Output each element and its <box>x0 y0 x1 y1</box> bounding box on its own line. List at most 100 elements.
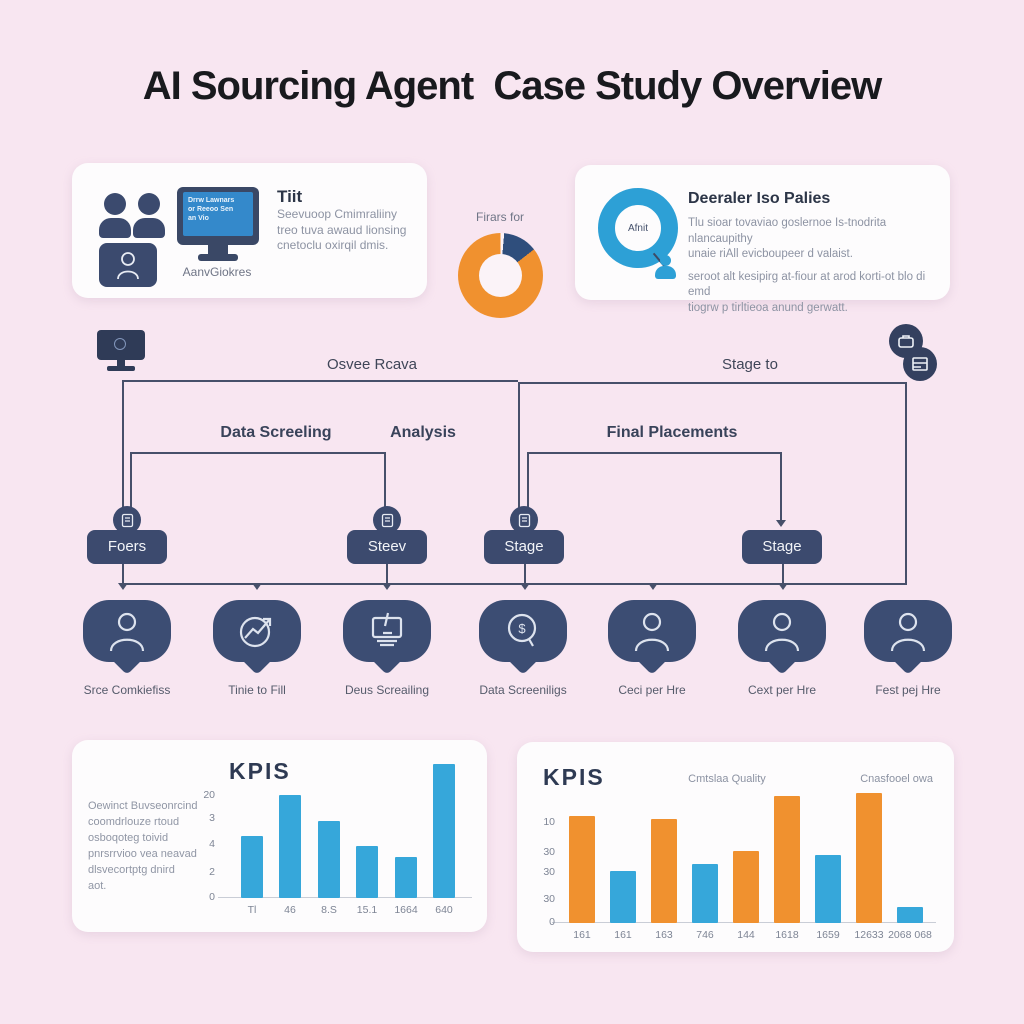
monitor-caption: AanvGiokres <box>182 265 252 279</box>
chart-subtitle: Cmtslaa Quality <box>688 773 766 785</box>
bar <box>651 819 677 923</box>
paragraph-line: Oewinct Buvseonrcind <box>88 800 198 812</box>
donut-chart <box>458 233 543 318</box>
y-tick-label: 3 <box>209 812 215 824</box>
paragraph-line: coomdrlouze rtoud <box>88 816 180 828</box>
stage-badge-3: Stage <box>484 530 564 564</box>
group-label-final-placements: Final Placements <box>606 424 738 441</box>
chart-corner-note: Cnasfooel owa <box>860 773 933 785</box>
bar <box>318 821 340 898</box>
card-body-line: Tlu sioar tovaviao goslernoe Is-tnodrita… <box>688 217 887 245</box>
computer-icon <box>97 330 145 360</box>
screen-line: Drrw Lawnars <box>188 197 235 204</box>
flow-line <box>122 380 124 508</box>
person-body <box>133 218 165 238</box>
computer-base <box>107 366 135 371</box>
stage-badge-2: Steev <box>347 530 427 564</box>
bar <box>692 864 718 923</box>
flow-line <box>518 382 520 508</box>
flow-line <box>122 583 907 585</box>
screen-line: an Vio <box>188 215 209 222</box>
x-tick-label: 746 <box>696 929 714 941</box>
x-tick-label: 640 <box>435 904 453 916</box>
x-tick-label: 1659 <box>816 929 840 941</box>
card-heading: Tiit <box>277 187 303 206</box>
dollar-bubble-icon: $ <box>479 600 567 662</box>
bar <box>774 796 800 923</box>
y-tick-label: 4 <box>209 838 215 850</box>
donut-label: Firars for <box>476 210 524 224</box>
flow-line <box>527 452 529 508</box>
card-text-block: Deeraler Iso Palies Tlu sioar tovaviao g… <box>688 190 938 316</box>
flow-line <box>384 452 386 508</box>
group-label-data-screening: Data Screeling <box>220 424 332 441</box>
svg-text:$: $ <box>518 621 526 636</box>
arrow-down-icon <box>382 583 392 590</box>
card-body-line: Seevuoop Cmimraliiny <box>277 207 398 221</box>
y-tick-label: 30 <box>543 866 555 878</box>
paragraph-line: aot. <box>88 880 107 892</box>
person-head <box>138 193 160 215</box>
computer-stand <box>117 360 125 366</box>
bar <box>356 846 378 898</box>
trend-icon <box>213 600 301 662</box>
person-icon <box>655 266 676 279</box>
card-body-line: tiogrw p tirltieoa anund gerwatt. <box>688 301 848 314</box>
x-tick-label: 161 <box>614 929 632 941</box>
stage-badge-4: Stage <box>742 530 822 564</box>
x-tick-label: 161 <box>573 929 591 941</box>
kpi-label: Data Screeniligs <box>479 683 567 697</box>
x-tick-label: 1664 <box>394 904 418 916</box>
x-tick-label: Tl <box>247 904 257 916</box>
power-icon <box>114 338 126 350</box>
x-tick-label: 12633 <box>854 929 884 941</box>
flow-line <box>782 564 784 583</box>
monitor-base <box>198 254 238 261</box>
y-tick-label: 10 <box>543 816 555 828</box>
flow-line <box>524 564 526 583</box>
paragraph-line: dlsvecortptg dnird <box>88 864 175 876</box>
flow-line <box>518 382 907 384</box>
flow-line <box>527 452 781 454</box>
monitor-stand <box>208 245 228 255</box>
card-body-line: seroot alt kesipirg at-fiour at arod kor… <box>688 270 926 299</box>
monitor-screen: Drrw Lawnars or Reeoo Sen an Vio <box>183 192 253 236</box>
flow-line <box>130 452 132 508</box>
flow-line <box>780 452 782 520</box>
person-icon <box>738 600 826 662</box>
bar <box>395 857 417 898</box>
monitor-scan-icon <box>343 600 431 662</box>
paragraph-line: pnrsrrvioo vea neavad <box>88 848 197 860</box>
card-body-line: cnetoclu oxirqil dmis. <box>277 238 389 252</box>
bar <box>569 816 595 923</box>
chart-title: KPIS <box>229 758 291 784</box>
flow-label-right: Stage to <box>722 356 778 373</box>
document-icon <box>113 506 141 534</box>
person-icon <box>864 600 952 662</box>
page-title: AI Sourcing Agent Case Study Overview <box>142 64 882 108</box>
flow-line <box>130 452 386 454</box>
kpi-label: Cext per Hre <box>747 683 817 697</box>
list-icon <box>903 347 937 381</box>
person-body <box>99 218 131 238</box>
person-icon <box>83 600 171 662</box>
monitor-icon: Drrw Lawnars or Reeoo Sen an Vio <box>177 187 259 245</box>
card-text-block: Tiit Seevuoop Cmimraliiny treo tuva awau… <box>277 187 417 254</box>
bar <box>733 851 759 923</box>
person-head <box>104 193 126 215</box>
x-tick-label: 144 <box>737 929 755 941</box>
kpi-label: Ceci per Hre <box>618 683 686 697</box>
person-icon <box>608 600 696 662</box>
bar <box>610 871 636 923</box>
donut-hole <box>479 254 522 297</box>
arrow-down-icon <box>252 583 262 590</box>
bar <box>279 795 301 898</box>
intro-card-ai: Afnit Deeraler Iso Palies Tlu sioar tova… <box>575 165 950 314</box>
y-tick-label: 0 <box>549 916 555 928</box>
y-tick-label: 20 <box>203 789 215 801</box>
arrow-down-icon <box>520 583 530 590</box>
kpi-label: Srce Comkiefiss <box>83 683 171 697</box>
